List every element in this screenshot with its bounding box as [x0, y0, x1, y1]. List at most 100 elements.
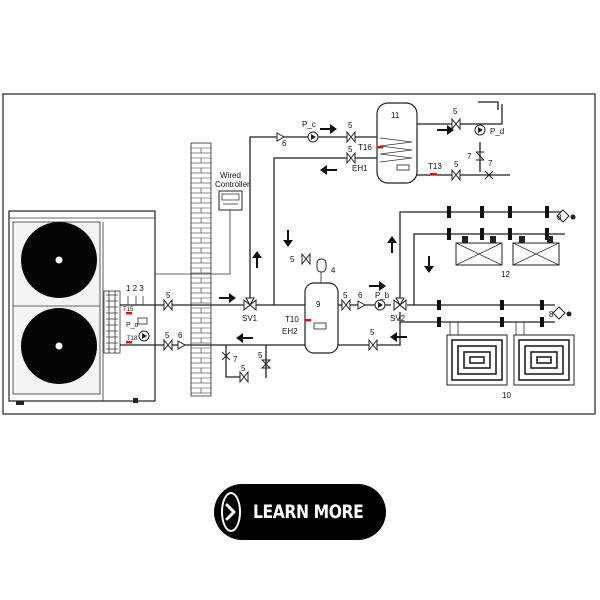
label-valve-5-buffer-return: 5: [370, 328, 375, 337]
fan-coil-units: [440, 206, 565, 266]
flow-arrow-right-dhw: [437, 125, 454, 135]
pump-p-c: [307, 131, 319, 143]
valve-5-return-left: [163, 338, 173, 352]
label-valve-5-supply-left: 5: [166, 291, 171, 300]
label-valve-5-top-return: 5: [348, 145, 353, 154]
flow-arrow-up-sv2: [387, 236, 397, 253]
floor-heating-loops: [437, 300, 575, 386]
valve-5-dhw-out: [451, 117, 461, 131]
flow-arrow-left-return: [236, 333, 253, 343]
flow-arrow-left-top: [320, 165, 337, 175]
buffer-tank: [304, 272, 339, 354]
learn-more-button[interactable]: LEARN MORE: [214, 484, 386, 540]
flow-arrows: [219, 124, 454, 343]
check-valve-7-dhw: [475, 151, 485, 161]
riser-sv1-to-tank11: [249, 136, 377, 298]
brick-wall: [190, 142, 212, 397]
fan-bottom: [21, 308, 97, 384]
check-valve-7-drain: [221, 351, 231, 361]
unit-internal-piping: [120, 296, 155, 346]
learn-more-label: LEARN MORE: [253, 501, 364, 523]
flow-arrow-right-top: [320, 124, 337, 134]
tap-outlet: [478, 101, 499, 110]
sensor-t13-marker: [430, 173, 437, 176]
label-check-7-dhw: 7: [467, 152, 472, 161]
valve-5-buffer-return: [368, 338, 378, 352]
label-valve-5-dhw-out: 5: [453, 107, 458, 116]
sv2-up-return: [413, 233, 440, 305]
flow-arrow-up-riser: [252, 251, 262, 268]
label-valve-5-return-left: 5: [165, 331, 170, 340]
label-p-b: P_b: [375, 291, 390, 300]
label-tank-11: 11: [391, 111, 400, 120]
flow-arrow-left-buffer: [390, 332, 407, 342]
vent-valve-8-top: [556, 209, 576, 223]
chevron-right-icon: [221, 492, 241, 532]
label-filter-6-top: 6: [282, 139, 287, 148]
filter-6-top: [276, 132, 286, 142]
check-valve-7-dhw-in: [484, 170, 494, 180]
filter-6-return: [177, 340, 187, 350]
sensor-t16-marker: [377, 146, 383, 149]
label-vent-8-top: 8: [557, 213, 562, 222]
label-check-7-dhw-in: 7: [488, 159, 493, 168]
buffer-return-pipe: [338, 312, 401, 346]
expansion-vessel: [316, 258, 327, 273]
label-eh2: EH2: [282, 327, 298, 336]
label-t16: T16: [358, 143, 372, 152]
heat-exchanger-coil: [103, 290, 121, 354]
pump-p-d: [474, 124, 486, 136]
label-p-d: P_d: [490, 127, 504, 136]
label-filter-6-return: 6: [178, 331, 183, 340]
valve-5-drain: [239, 370, 249, 384]
label-valve-5-dhw-in: 5: [454, 160, 459, 169]
wired-controller: [218, 190, 243, 211]
fan-top: [21, 222, 97, 298]
label-valve-5-buffer-top: 5: [290, 255, 295, 264]
flow-arrow-down-riser: [283, 230, 293, 247]
valve-sv1: [243, 297, 257, 312]
label-t18: T18: [127, 336, 138, 342]
sensor-t10-marker: [305, 319, 311, 322]
filter-6-buffer-out: [357, 300, 367, 310]
label-t10: T10: [285, 315, 299, 324]
flow-arrow-right-sv1: [219, 293, 236, 303]
flow-arrow-down-sv2: [424, 256, 434, 273]
flow-arrow-right-buffer: [369, 281, 386, 291]
controller-cable: [155, 210, 231, 275]
valve-5-vertical-drain: [260, 345, 272, 378]
valve-5-supply-left: [163, 298, 173, 312]
dhw-tank: [376, 102, 418, 184]
label-fan-coil-12: 12: [501, 270, 510, 279]
pump-p-o: [138, 330, 150, 342]
pump-p-b: [374, 299, 386, 311]
sensor-t15-marker: [126, 312, 132, 315]
valve-5-top-return: [346, 151, 356, 165]
valve-5-dhw-in: [451, 168, 461, 182]
label-valve-5-vertical: 5: [258, 351, 263, 360]
label-filter-6-buffer-out: 6: [358, 291, 363, 300]
label-eh1: EH1: [352, 164, 368, 173]
label-floor-10: 10: [502, 391, 511, 400]
unit-sensor-numbers: 1 2 3: [126, 284, 144, 293]
label-p-c: P_c: [302, 120, 316, 129]
label-sv2: SV2: [390, 314, 406, 323]
controller-label-line1: Wired: [220, 171, 241, 180]
riser-return-from-tank11: [273, 157, 377, 305]
label-t13: T13: [428, 162, 442, 171]
label-valve-5-buffer-out: 5: [343, 291, 348, 300]
label-sv1: SV1: [242, 314, 258, 323]
label-check-7-drain: 7: [233, 355, 238, 364]
controller-label-line2: Controller: [215, 180, 250, 189]
label-p-o: P_o: [126, 322, 139, 329]
vent-valve-8-bottom: [552, 306, 572, 320]
label-valve-5-top: 5: [348, 121, 353, 130]
label-expansion-4: 4: [331, 266, 336, 275]
valve-5-buffer-out: [341, 298, 351, 312]
valve-5-buffer-top: [301, 252, 311, 266]
label-vent-8-bottom: 8: [549, 310, 554, 319]
valve-sv2: [393, 297, 407, 312]
sensor-t18-marker: [126, 341, 132, 344]
label-buffer-9: 9: [316, 300, 321, 309]
